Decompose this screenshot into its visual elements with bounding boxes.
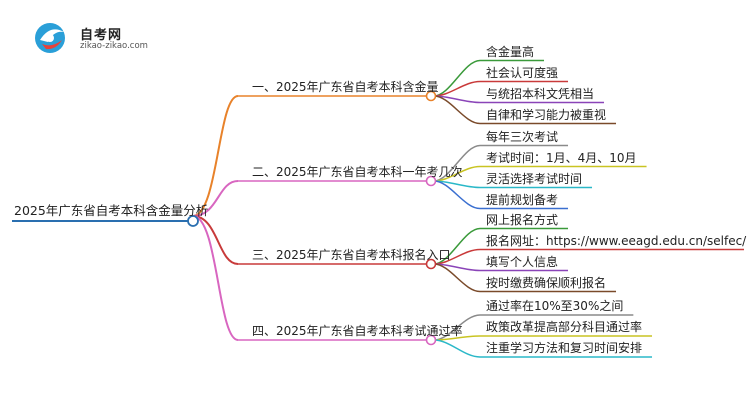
branch-3-leaf-3-label[interactable]: 填写个人信息 bbox=[486, 254, 559, 269]
branch-2-node-circle bbox=[425, 175, 437, 187]
branch-1-node-circle bbox=[425, 90, 437, 102]
branch-3-connector bbox=[192, 215, 239, 265]
branch-2-leaf-3-label[interactable]: 灵活选择考试时间 bbox=[486, 171, 583, 186]
branch-4-label[interactable]: 四、2025年广东省自考本科考试通过率 bbox=[252, 324, 463, 338]
branch-3-node-circle bbox=[425, 258, 437, 270]
root-label[interactable]: 2025年广东省自考本科含金量分析 bbox=[14, 203, 209, 218]
branch-1-leaf-3-label[interactable]: 与统招本科文凭相当 bbox=[486, 86, 595, 101]
branch-1-leaf-1-connector bbox=[433, 59, 481, 97]
logo-icon bbox=[35, 23, 65, 53]
branch-4-leaf-3-connector bbox=[433, 339, 481, 358]
branch-3-leaf-4-label[interactable]: 按时缴费确保顺利报名 bbox=[486, 275, 607, 290]
logo-title: 自考网 bbox=[80, 28, 123, 43]
branch-4-leaf-2-label[interactable]: 政策改革提高部分科目通过率 bbox=[486, 320, 643, 334]
branch-4-leaf-1-label[interactable]: 通过率在10%至30%之间 bbox=[486, 299, 624, 313]
branch-3-leaf-2-label[interactable]: 报名网址：https://www.eeagd.edu.cn/selfec/ bbox=[486, 233, 747, 248]
logo[interactable]: 自考网 zikao-zikao.com bbox=[30, 18, 160, 58]
branch-1-leaf-1-label[interactable]: 含金量高 bbox=[486, 44, 535, 59]
branch-1-connector bbox=[192, 95, 239, 217]
branch-3-label[interactable]: 三、2025年广东省自考本科报名入口 bbox=[252, 248, 451, 262]
branch-4-connector bbox=[192, 215, 239, 341]
branch-2-connector bbox=[192, 180, 239, 217]
branch-3-leaf-1-label[interactable]: 网上报名方式 bbox=[486, 212, 559, 227]
branch-1-leaf-4-connector bbox=[433, 95, 481, 125]
branch-2-label[interactable]: 二、2025年广东省自考本科一年考几次 bbox=[252, 165, 463, 179]
branch-1-leaf-4-label[interactable]: 自律和学习能力被重视 bbox=[486, 107, 607, 122]
branch-4-node-circle bbox=[425, 334, 437, 346]
branch-2-leaf-1-label[interactable]: 每年三次考试 bbox=[486, 129, 559, 144]
root-node-circle bbox=[187, 215, 199, 227]
branch-2-leaf-4-connector bbox=[433, 180, 481, 210]
branch-2-leaf-2-label[interactable]: 考试时间：1月、4月、10月 bbox=[486, 150, 637, 165]
branch-1-label[interactable]: 一、2025年广东省自考本科含金量 bbox=[252, 80, 439, 94]
branch-1-leaf-2-label[interactable]: 社会认可度强 bbox=[486, 65, 559, 80]
branch-3-leaf-4-connector bbox=[433, 263, 481, 293]
branch-2-leaf-4-label[interactable]: 提前规划备考 bbox=[486, 192, 559, 207]
branch-4-leaf-3-label[interactable]: 注重学习方法和复习时间安排 bbox=[486, 341, 643, 355]
logo-url: zikao-zikao.com bbox=[80, 41, 148, 51]
